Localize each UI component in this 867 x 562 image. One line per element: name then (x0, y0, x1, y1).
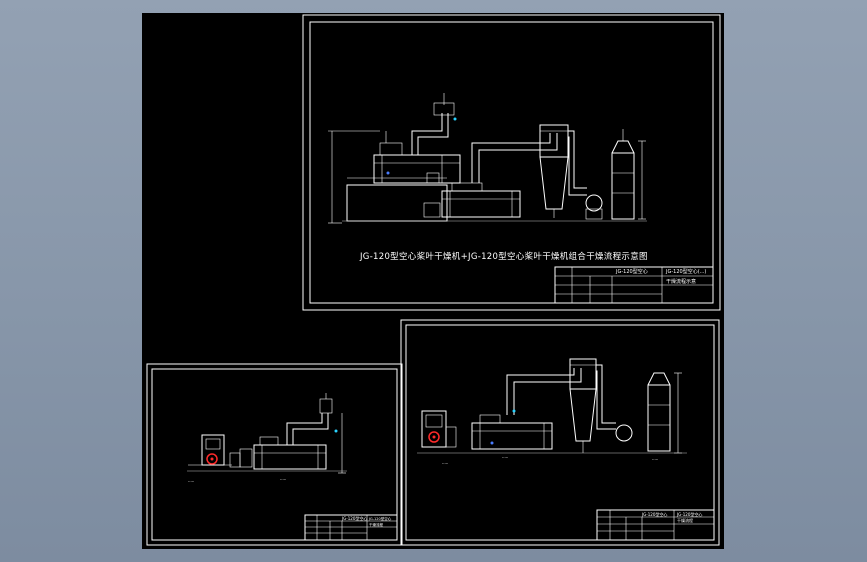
svg-text:·····: ····· (188, 479, 194, 484)
svg-text:·····: ····· (502, 455, 508, 460)
title-block-top-field-a: JG-120型空心 (615, 268, 648, 275)
title-block-bottom-right: JG-120型空心 JG-120型空心 干燥流程 (596, 509, 715, 541)
sheet-bottom-right[interactable]: ····· ····· ····· JG-120型空心 JG-120型空心 干燥… (400, 319, 720, 546)
equipment-drawing-top (328, 93, 647, 224)
cad-model-space[interactable]: JG-120型空心桨叶干燥机+JG-120型空心桨叶干燥机组合干燥流程示意图 J… (142, 13, 724, 549)
sheet-bottom-right-outer-border (400, 319, 720, 546)
equipment-drawing-bottom-right: ····· ····· ····· (417, 358, 687, 466)
drawing-main-title: JG-120型空心桨叶干燥机+JG-120型空心桨叶干燥机组合干燥流程示意图 (359, 251, 648, 262)
title-block-bottom-left-field-a: JG-120型空心 (341, 515, 367, 521)
title-block-top: JG-120型空心 JG-120型空心(...) 干燥流程示意 (554, 266, 714, 304)
sheet-bottom-left[interactable]: ····· ····· JG-120型空心 JG-120型空心 干燥流程 (146, 363, 403, 546)
svg-text:·····: ····· (442, 461, 448, 466)
equipment-drawing-bottom-left: ····· ····· (187, 393, 347, 484)
svg-text:·····: ····· (652, 457, 658, 462)
title-block-bottom-left: JG-120型空心 JG-120型空心 干燥流程 (304, 514, 398, 541)
title-block-bottom-right-field-c: 干燥流程 (677, 517, 693, 523)
title-block-bottom-left-field-b: JG-120型空心 (368, 516, 392, 521)
sheet-bottom-right-inner-border (405, 324, 715, 541)
svg-text:·····: ····· (280, 477, 286, 482)
title-block-bottom-right-field-b: JG-120型空心 (676, 511, 702, 517)
title-block-top-field-b: JG-120型空心(...) (665, 268, 706, 275)
sheet-bottom-left-outer-border (146, 363, 403, 546)
sheet-top[interactable]: JG-120型空心桨叶干燥机+JG-120型空心桨叶干燥机组合干燥流程示意图 J… (302, 14, 721, 311)
title-block-top-field-c: 干燥流程示意 (666, 278, 696, 285)
sheet-bottom-left-inner-border (151, 368, 398, 541)
sheet-top-outer-border (302, 14, 721, 311)
sheet-top-inner-border (309, 21, 714, 304)
cad-drawing: JG-120型空心桨叶干燥机+JG-120型空心桨叶干燥机组合干燥流程示意图 J… (146, 14, 721, 546)
title-block-bottom-right-field-a: JG-120型空心 (641, 511, 667, 517)
title-block-bottom-left-field-c: 干燥流程 (369, 522, 383, 527)
